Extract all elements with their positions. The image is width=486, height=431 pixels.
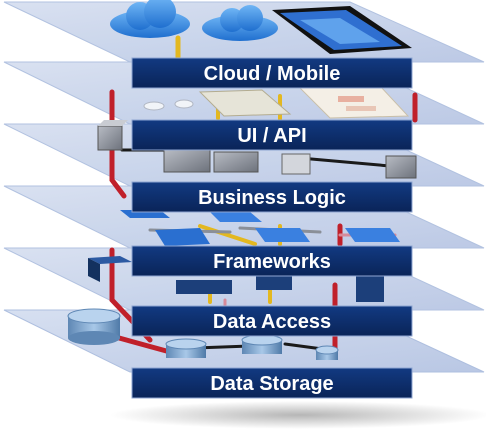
band-ui-api: UI / API xyxy=(131,119,413,151)
band-label-frameworks: Frameworks xyxy=(213,251,331,273)
band-business-logic: Business Logic xyxy=(131,181,413,213)
ground-shadow xyxy=(110,401,486,429)
layer-bands: Cloud / Mobile UI / API Business Logic F… xyxy=(131,57,413,399)
database-cylinder-icon xyxy=(315,345,339,360)
band-label-data-storage: Data Storage xyxy=(210,373,333,395)
database-cylinder-icon xyxy=(67,308,121,345)
ui-mockups xyxy=(143,85,410,119)
cloud-icon xyxy=(202,5,278,41)
band-label-data-access: Data Access xyxy=(213,311,331,333)
band-data-storage: Data Storage xyxy=(131,367,413,399)
band-label-ui-api: UI / API xyxy=(237,125,306,147)
server-box-icon xyxy=(163,149,417,179)
database-cylinder-icon xyxy=(241,334,283,354)
smartphone-icon xyxy=(272,6,412,54)
band-cloud-mobile: Cloud / Mobile xyxy=(131,57,413,89)
band-label-business-logic: Business Logic xyxy=(198,187,346,209)
server-box-icon xyxy=(97,120,128,151)
band-label-cloud-mobile: Cloud / Mobile xyxy=(204,63,341,85)
cloud-icon xyxy=(110,0,190,38)
band-data-access: Data Access xyxy=(131,305,413,337)
components xyxy=(67,0,417,360)
server-box-icon xyxy=(88,256,384,302)
database-cylinder-icon xyxy=(165,338,207,358)
band-frameworks: Frameworks xyxy=(131,245,413,277)
